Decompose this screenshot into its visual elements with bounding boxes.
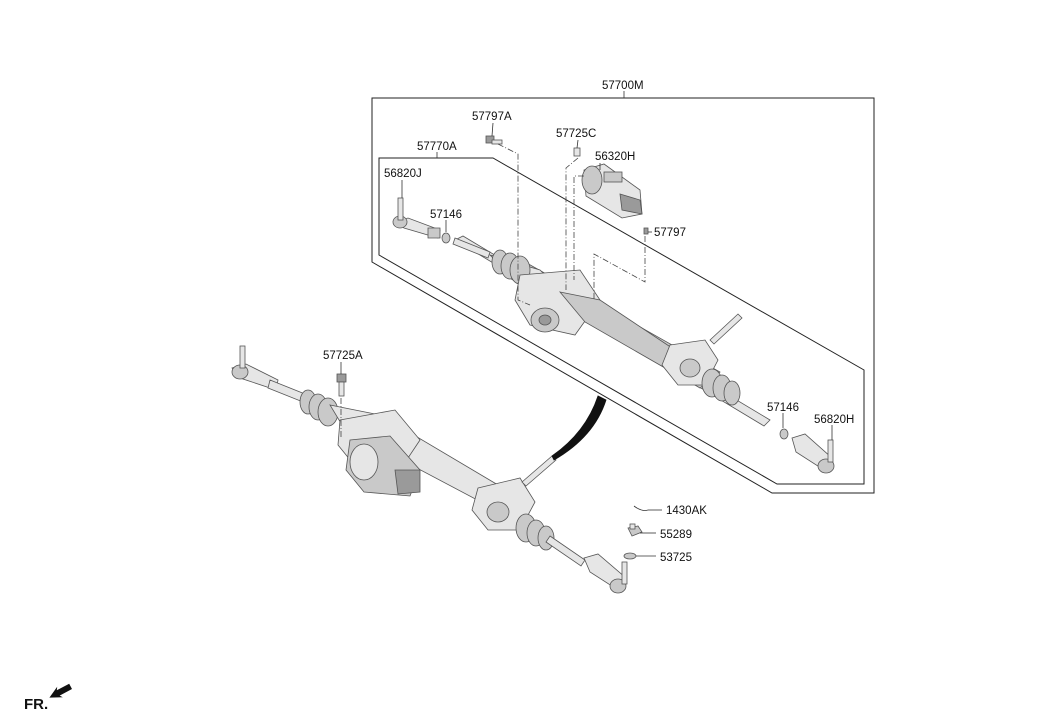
nut-left [441,232,451,244]
tie-rod-end-left [392,197,441,239]
assembly-line-motor [573,175,584,280]
washer-part [623,552,637,560]
label-bolt-top: 57797A [472,111,512,123]
label-nut-left: 57146 [430,209,462,221]
front-orientation-indicator: FR. [24,683,73,713]
label-assembly: 57700M [602,80,644,92]
label-flange-nut: 55289 [660,529,692,541]
label-bolt-bottom: 57725A [323,350,363,362]
bolt-top [485,135,503,145]
bolt-bottom [336,373,347,397]
front-arrow-icon [49,683,73,698]
label-washer: 53725 [660,552,692,564]
bolt-small [643,227,649,235]
label-tie-rod-end-right: 56820H [814,414,854,426]
label-motor: 56320H [595,151,635,163]
label-nut-right: 57146 [767,402,799,414]
clip-part [633,505,649,511]
label-clip: 1430AK [666,505,707,517]
assembly-line-pin [565,157,579,290]
assembly-line-bolt-small [593,236,646,300]
tie-rod-end-right [791,433,835,474]
nut-right [779,428,789,440]
gear-box-frame [378,157,865,485]
pin-top [573,147,581,157]
label-pin-top: 57725C [556,128,596,140]
assembly-frame [371,97,875,494]
label-tie-rod-end-left: 56820J [384,168,422,180]
leader-lines [340,91,833,557]
upper-rack-assembly [452,235,771,427]
motor-unit [581,163,643,219]
link-curve [551,395,607,461]
front-label: FR. [24,696,48,713]
label-bolt-small: 57797 [654,227,686,239]
flange-nut-part [627,523,643,537]
label-gear-box: 57770A [417,141,457,153]
lower-rack-assembly [231,345,628,594]
assembly-line-bolt [497,143,531,306]
